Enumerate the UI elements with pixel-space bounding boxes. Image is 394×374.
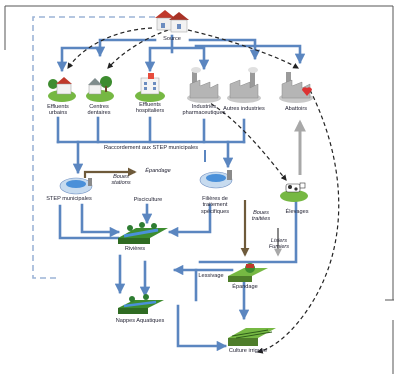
house-icon	[155, 10, 189, 33]
cow-icon	[280, 182, 308, 202]
label-centres-dentaires: Centres dentaires	[87, 104, 111, 117]
label-industries-pharmaceutiques: Industries pharmaceutiques	[182, 104, 226, 117]
label-nappes: Nappes Aquatiques	[115, 318, 165, 324]
label-effluents-hospitaliers: Effluents hospitaliers	[135, 102, 165, 115]
house-icon	[86, 76, 114, 102]
river-icon	[118, 222, 168, 244]
label-raccordement: Raccordement aux STEP municipales	[103, 145, 199, 151]
label-boues-traitees: Boues traitées	[251, 210, 271, 223]
label-abattoirs: Abattoirs	[284, 106, 308, 112]
tank-icon	[59, 177, 93, 195]
label-boues-stations: Boues stations	[111, 174, 131, 187]
grey-arrow	[274, 119, 306, 257]
label-lessivage: Lessivage	[198, 273, 224, 279]
field-icon	[228, 328, 276, 346]
label-epandage: Épandage	[232, 284, 258, 290]
label-culture: Culture irriguée	[228, 348, 268, 354]
label-epandage-top: Épandage	[145, 168, 171, 174]
label-source: Source	[163, 36, 181, 42]
label-rivieres: Rivières	[124, 246, 146, 252]
hospital-icon	[135, 73, 165, 102]
sludge-flows	[83, 167, 250, 257]
label-pisciculture: Pisciculture	[133, 197, 163, 203]
label-autres-industries: Autres industries	[223, 106, 265, 112]
frame	[4, 5, 394, 374]
label-lisiers-fumiers: Lisiers Fumiers	[268, 238, 290, 251]
label-step-municipales: STEP municipales	[46, 196, 92, 202]
factory-icon	[187, 67, 221, 103]
river-icon	[118, 294, 164, 314]
field-icon	[228, 263, 268, 282]
label-filieres: Filières de traitement spécifiques	[201, 196, 229, 215]
factory-icon	[279, 72, 313, 103]
label-elevages: Élevages	[285, 209, 309, 215]
house-icon	[48, 77, 76, 102]
label-effluents-urbains: Effluents urbains	[47, 104, 69, 117]
dashed-left-loop	[32, 16, 155, 279]
factory-icon	[227, 67, 261, 103]
main-flows	[56, 34, 306, 352]
dashed-curves	[67, 27, 340, 354]
tank-icon	[199, 170, 233, 189]
